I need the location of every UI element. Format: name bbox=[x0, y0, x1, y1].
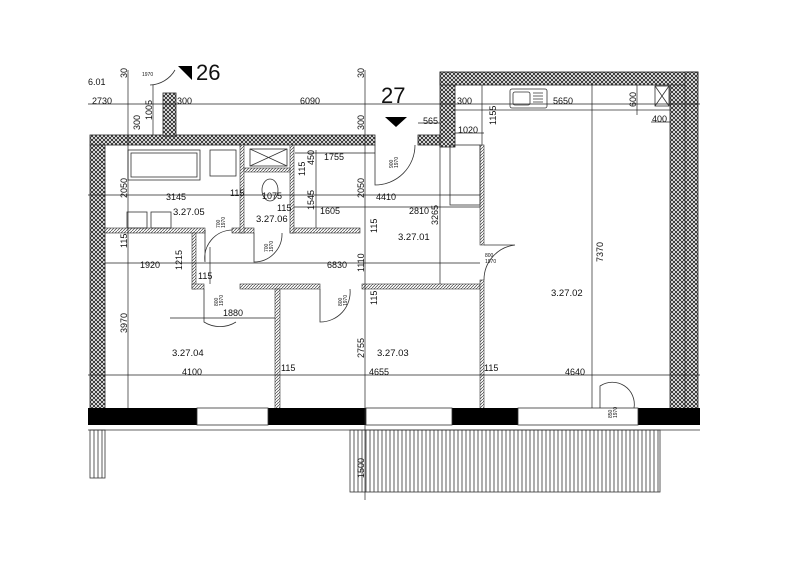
room-label: 3.27.05 bbox=[173, 207, 205, 218]
door-width: 900 bbox=[389, 159, 395, 168]
dim: 115 bbox=[281, 363, 295, 373]
door-height: 1970 bbox=[485, 259, 496, 265]
door-height: 1970 bbox=[221, 217, 227, 228]
section-marker-icon bbox=[178, 66, 192, 80]
door-width: 800 bbox=[485, 253, 494, 259]
dim: 6830 bbox=[327, 260, 347, 270]
door-width: 700 bbox=[216, 219, 222, 228]
door-height: 1970 bbox=[142, 72, 153, 78]
dim: 4100 bbox=[182, 367, 202, 377]
door-width: 800 bbox=[338, 297, 344, 306]
balcony-outline bbox=[349, 429, 661, 493]
neighbor-apartment-number: 26 bbox=[196, 60, 220, 85]
room-label: 3.27.03 bbox=[377, 348, 409, 359]
dim: 1215 bbox=[174, 250, 184, 270]
room-label: 3.27.04 bbox=[172, 348, 204, 359]
dim: 1110 bbox=[356, 253, 366, 272]
dim: 115 bbox=[277, 203, 291, 213]
dim: 3970 bbox=[119, 313, 129, 333]
dim: 600 bbox=[628, 92, 638, 107]
room-label: 3.27.06 bbox=[256, 214, 288, 225]
door-width: 800 bbox=[214, 297, 220, 306]
dim: 1020 bbox=[458, 125, 478, 135]
dim: 4410 bbox=[376, 192, 396, 202]
door-height: 1970 bbox=[269, 241, 275, 252]
dim: 1880 bbox=[223, 308, 243, 318]
dim: 565 bbox=[423, 116, 438, 126]
dim: 1155 bbox=[488, 106, 498, 125]
exterior-walls bbox=[89, 71, 699, 411]
doors bbox=[149, 69, 635, 409]
dim: 4640 bbox=[565, 367, 585, 377]
dim: 1075 bbox=[262, 191, 282, 201]
dim: 115 bbox=[297, 162, 307, 176]
dim: 115 bbox=[230, 188, 244, 198]
dim: 7370 bbox=[595, 242, 605, 262]
dim: 30 bbox=[356, 68, 366, 78]
dim: 1545 bbox=[306, 190, 316, 210]
dim: 300 bbox=[177, 96, 192, 106]
toilet-icon bbox=[261, 178, 279, 202]
room-labels: 3.27.01 3.27.02 3.27.03 3.27.04 3.27.05 … bbox=[172, 207, 583, 359]
door-height: 1970 bbox=[219, 295, 225, 306]
facade bbox=[88, 407, 700, 431]
dim: 4655 bbox=[369, 367, 389, 377]
dim: 1920 bbox=[140, 260, 160, 270]
dimension-lines bbox=[88, 70, 700, 500]
dim: 2755 bbox=[356, 338, 366, 358]
door-width: 850 bbox=[608, 409, 614, 418]
dim: 300 bbox=[356, 115, 366, 130]
door-height: 1970 bbox=[394, 157, 400, 168]
dim: 115 bbox=[484, 363, 498, 373]
dim: 300 bbox=[457, 96, 472, 106]
dim: 5650 bbox=[553, 96, 573, 106]
dim: 115 bbox=[369, 291, 379, 305]
dim: 400 bbox=[652, 114, 667, 124]
shaft-icon bbox=[654, 85, 670, 107]
side-balcony bbox=[89, 429, 106, 479]
dim: 3145 bbox=[166, 192, 186, 202]
room-label: 3.27.02 bbox=[551, 288, 583, 299]
dim: 115 bbox=[119, 234, 129, 248]
sink-icon bbox=[126, 211, 172, 229]
kitchen-sink-icon bbox=[509, 88, 548, 109]
dim: 300 bbox=[132, 115, 142, 130]
dim: 1605 bbox=[320, 206, 340, 216]
dim: 1755 bbox=[324, 152, 344, 162]
dim: 6090 bbox=[300, 96, 320, 106]
dim: 2050 bbox=[356, 178, 366, 198]
door-width: 700 bbox=[264, 243, 270, 252]
entrance-marker-icon bbox=[385, 117, 407, 127]
dim: 1500 bbox=[356, 458, 366, 478]
apartment-number: 27 bbox=[381, 83, 405, 108]
dim: 450 bbox=[306, 150, 316, 165]
dim: 2730 bbox=[92, 96, 112, 106]
door-height: 1970 bbox=[613, 407, 619, 418]
dim: 30 bbox=[119, 68, 129, 78]
edge-label: 6.01 bbox=[88, 77, 106, 87]
cabinet bbox=[209, 149, 237, 177]
bathtub bbox=[127, 149, 201, 181]
dim: 115 bbox=[198, 271, 212, 281]
balcony-outline bbox=[89, 429, 106, 479]
door-height: 1970 bbox=[343, 295, 349, 306]
dim: 3265 bbox=[430, 205, 440, 225]
room-label: 3.27.01 bbox=[398, 232, 430, 243]
fixtures bbox=[126, 85, 670, 229]
balcony bbox=[349, 429, 661, 493]
dim: 2810 bbox=[409, 206, 429, 216]
interior-walls bbox=[104, 144, 485, 411]
dim: 2050 bbox=[119, 178, 129, 198]
dim: 115 bbox=[369, 219, 379, 233]
dimension-labels: 2730 6090 300 300 565 1020 5650 400 1755… bbox=[92, 68, 667, 478]
shower-icon bbox=[249, 148, 288, 167]
dim: 1005 bbox=[144, 100, 154, 120]
